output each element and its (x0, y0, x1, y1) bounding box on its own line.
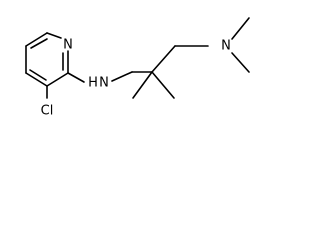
bond-quaternary-ch2-up (151, 45, 176, 73)
bond-ring-c2-c3 (46, 72, 69, 87)
double-bond-c3-c4-inner (29, 69, 47, 81)
bond-quaternary-methyl-down-left (132, 71, 153, 99)
bond-ring-c6-n1 (46, 32, 62, 39)
amine-hydrogen-label: H (88, 76, 98, 91)
amine-nitrogen-label: N (99, 76, 109, 91)
alkyl-chain (111, 17, 250, 99)
bond-n-methyl-up (231, 17, 250, 40)
chemical-structure: N N H N Cl (25, 17, 250, 119)
dimethylamine-nitrogen-label: N (221, 39, 231, 54)
double-bond-c5-c6-inner (30, 38, 48, 49)
bond-quaternary-methyl-down-right (151, 71, 175, 99)
chlorine-label: Cl (41, 104, 54, 119)
bond-c2-amine-n (67, 72, 85, 83)
bond-ring-c3-c4 (25, 72, 48, 87)
atom-labels: N N H N Cl (41, 38, 231, 119)
bond-amine-ch2 (111, 71, 133, 82)
pyridine-nitrogen-label: N (63, 38, 73, 53)
bond-n-methyl-down (231, 52, 250, 73)
bond-ring-c5-c6 (25, 32, 48, 47)
pyridine-ring (25, 32, 69, 87)
